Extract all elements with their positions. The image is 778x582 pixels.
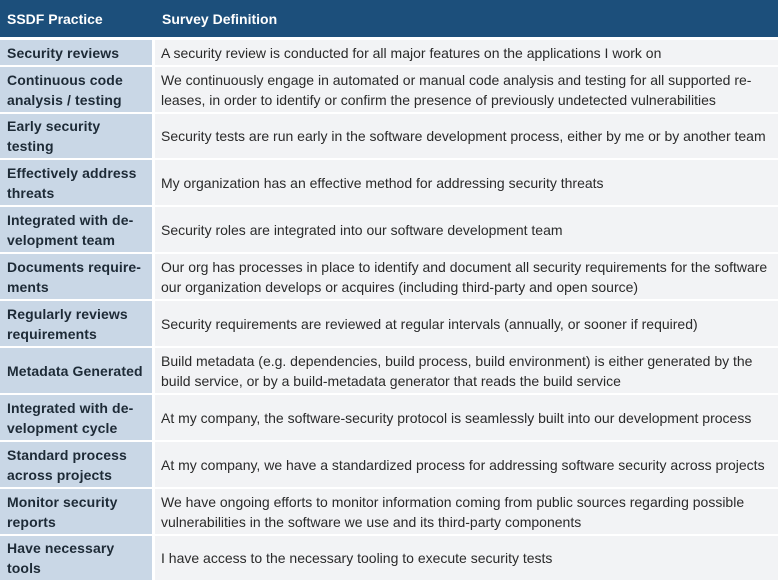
practice-cell: Metadata Generated	[0, 348, 155, 395]
table-row: Early security testing Security tests ar…	[0, 114, 778, 160]
definition-cell: We continuously engage in automated or m…	[155, 67, 778, 114]
table-header-row: SSDF Practice Survey Definition	[0, 0, 778, 40]
definition-cell: We have ongoing efforts to monitor infor…	[155, 489, 778, 536]
header-ssdf-practice: SSDF Practice	[0, 0, 155, 40]
table-row: Effectively address threats My organizat…	[0, 160, 778, 207]
definition-cell: My organization has an effective method …	[155, 160, 778, 207]
practice-cell: Have necessary tools	[0, 536, 155, 582]
definition-cell: A security review is conducted for all m…	[155, 40, 778, 67]
practice-cell: Continuous code analysis / testing	[0, 67, 155, 114]
table-row: Standard process across projects At my c…	[0, 442, 778, 489]
table-row: Regularly reviews requirements Security …	[0, 301, 778, 348]
practice-cell: Effectively address threats	[0, 160, 155, 207]
practice-cell: Documents require-ments	[0, 254, 155, 301]
table-row: Continuous code analysis / testing We co…	[0, 67, 778, 114]
table-row: Documents require-ments Our org has proc…	[0, 254, 778, 301]
practice-cell: Integrated with de-velopment team	[0, 207, 155, 254]
practice-cell: Integrated with de-velopment cycle	[0, 395, 155, 442]
practice-cell: Early security testing	[0, 114, 155, 160]
table-row: Integrated with de-velopment team Securi…	[0, 207, 778, 254]
definition-cell: At my company, we have a standardized pr…	[155, 442, 778, 489]
header-survey-definition: Survey Definition	[155, 0, 778, 40]
practice-cell: Security reviews	[0, 40, 155, 67]
table-row: Integrated with de-velopment cycle At my…	[0, 395, 778, 442]
definition-cell: Security tests are run early in the soft…	[155, 114, 778, 160]
definition-cell: Build metadata (e.g. dependencies, build…	[155, 348, 778, 395]
table-row: Have necessary tools I have access to th…	[0, 536, 778, 582]
practice-cell: Regularly reviews requirements	[0, 301, 155, 348]
table-row: Monitor security reports We have ongoing…	[0, 489, 778, 536]
definition-cell: I have access to the necessary tooling t…	[155, 536, 778, 582]
practice-cell: Standard process across projects	[0, 442, 155, 489]
definition-cell: Our org has processes in place to identi…	[155, 254, 778, 301]
table-row: Metadata Generated Build metadata (e.g. …	[0, 348, 778, 395]
definition-cell: Security requirements are reviewed at re…	[155, 301, 778, 348]
practice-cell: Monitor security reports	[0, 489, 155, 536]
table-row: Security reviews A security review is co…	[0, 40, 778, 67]
definition-cell: Security roles are integrated into our s…	[155, 207, 778, 254]
definition-cell: At my company, the software-security pro…	[155, 395, 778, 442]
